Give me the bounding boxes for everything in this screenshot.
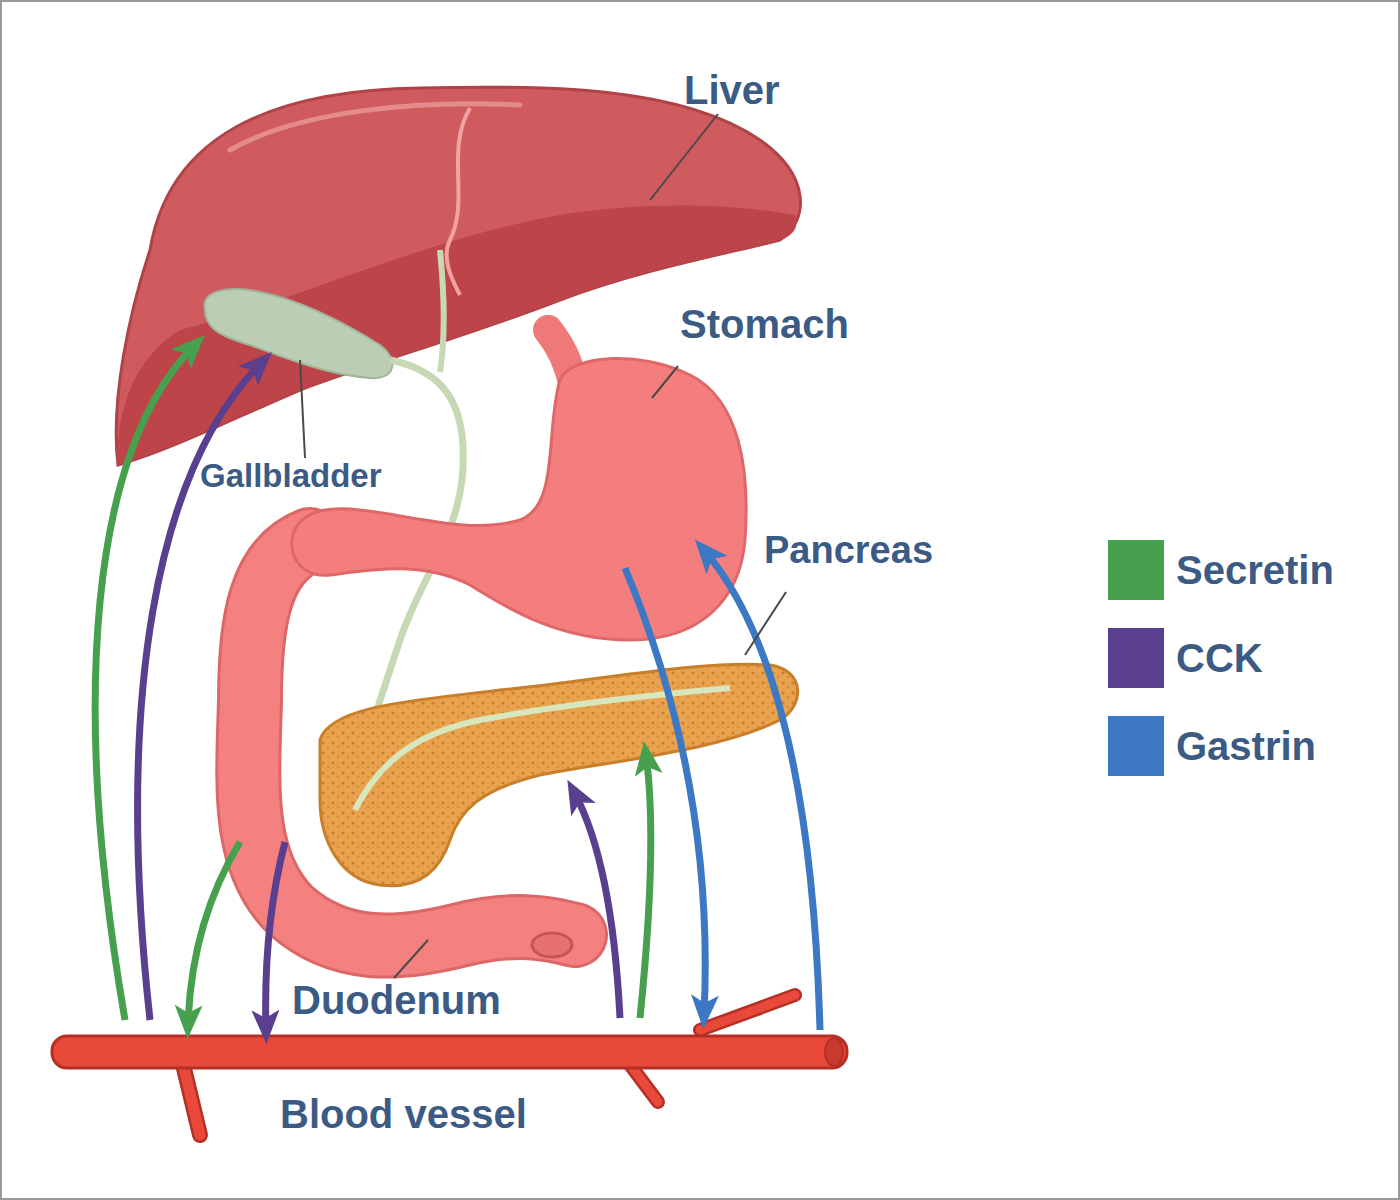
vessel-label: Blood vessel [280, 1092, 527, 1136]
organ-label: Stomach [680, 302, 849, 346]
leader-lines [300, 114, 786, 978]
organ-label: Duodenum [292, 978, 501, 1022]
legend-swatch [1108, 628, 1164, 688]
legend-text: Secretin [1176, 548, 1334, 592]
stomach [292, 359, 746, 640]
legend-text: Gastrin [1176, 724, 1316, 768]
legend-swatch [1108, 540, 1164, 600]
legend-text: CCK [1176, 636, 1263, 680]
pancreas [320, 664, 798, 886]
organ-label: Liver [684, 68, 780, 112]
gallbladder [204, 289, 392, 378]
organ-label: Pancreas [764, 530, 933, 572]
hormone-arrows [95, 345, 820, 1030]
legend-swatch [1108, 716, 1164, 776]
organ-label: Gallbladder [200, 458, 382, 494]
hepatic-duct [440, 250, 444, 372]
